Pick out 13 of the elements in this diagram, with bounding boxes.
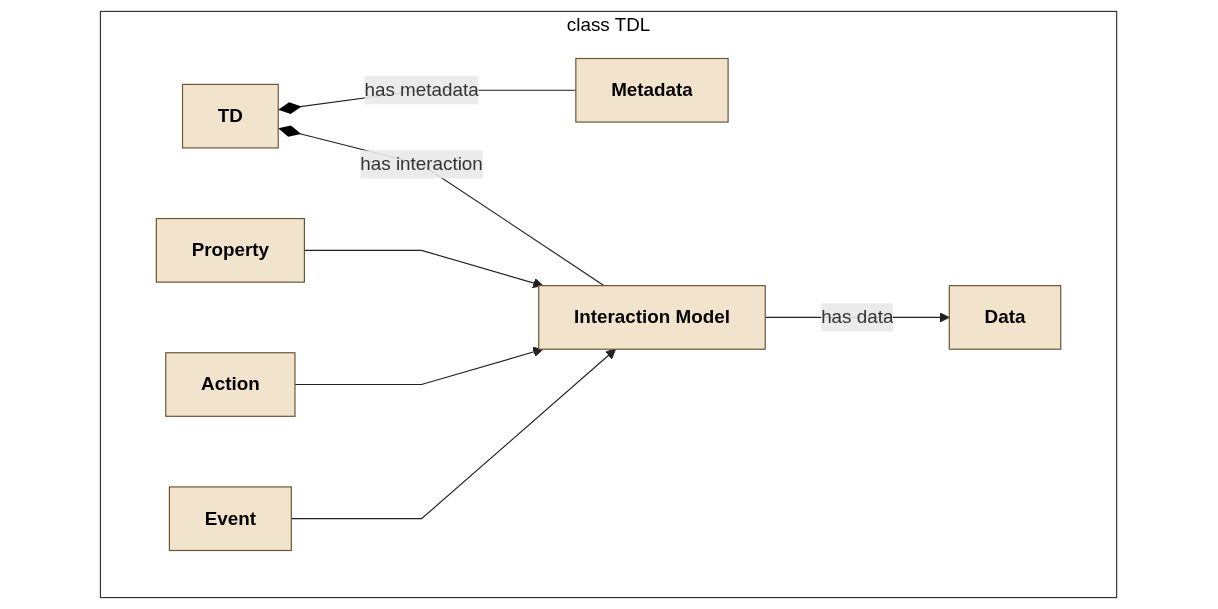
arrow bbox=[291, 348, 617, 520]
node-box: Data bbox=[949, 285, 1062, 350]
node-box: Action bbox=[165, 352, 296, 417]
edge-label: has metadata bbox=[364, 79, 480, 100]
node-box: TD bbox=[182, 83, 280, 149]
edge-label: has data bbox=[821, 306, 894, 327]
node-box: Event bbox=[169, 486, 293, 552]
node-box: Metadata bbox=[575, 57, 730, 123]
node-box: Property bbox=[156, 218, 306, 283]
edge-label: has interaction bbox=[360, 153, 484, 174]
arrow bbox=[304, 249, 544, 288]
node-box: Interaction Model bbox=[538, 285, 767, 350]
connector bbox=[278, 125, 606, 287]
